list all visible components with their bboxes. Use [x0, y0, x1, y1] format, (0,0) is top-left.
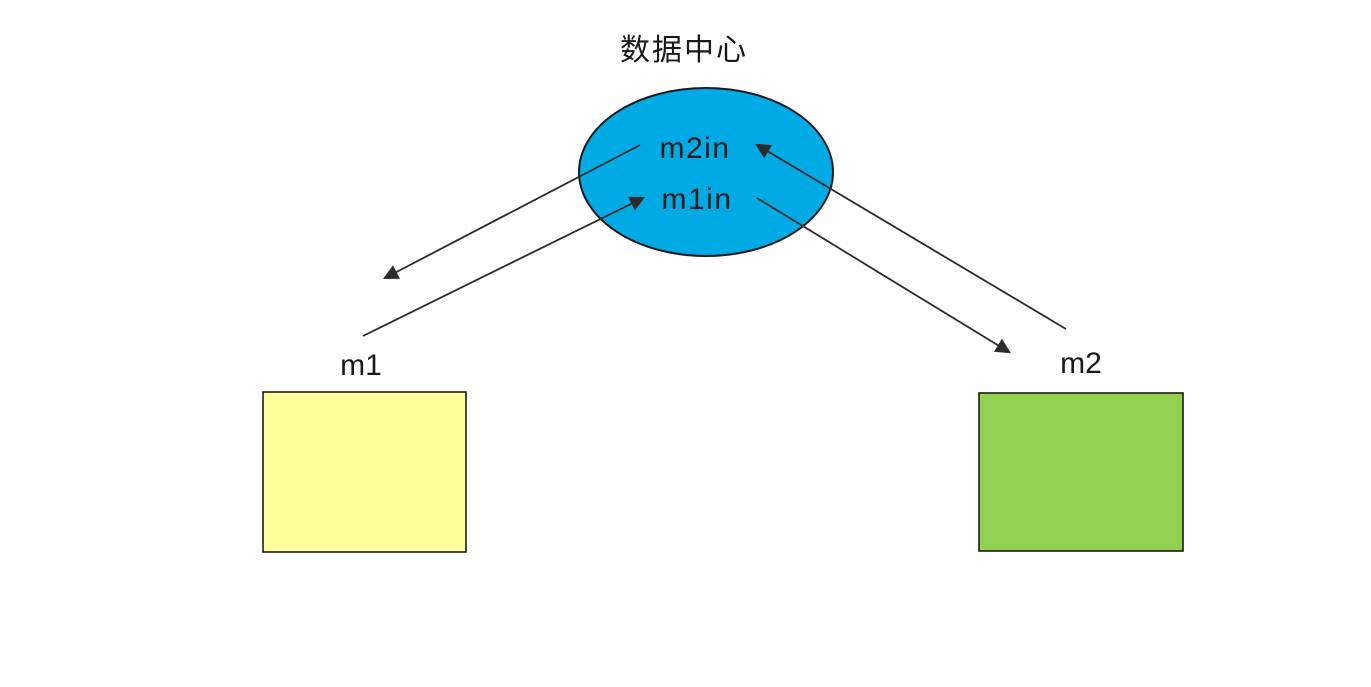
arrow-m2-to-m2in [755, 143, 1067, 330]
node-label-m1: m1 [340, 349, 382, 382]
queue-label-m2in: m2in [659, 132, 730, 165]
diagram-title: 数据中心 [620, 34, 748, 67]
data-center-ellipse [578, 87, 834, 257]
node-label-m2: m2 [1060, 347, 1102, 380]
m1-box [262, 391, 467, 553]
arrow-m1-to-m1in [362, 196, 646, 337]
m2-box [978, 392, 1184, 552]
queue-label-m1in: m1in [661, 183, 732, 216]
arrow-m1in-to-m2 [756, 197, 1011, 354]
arrow-m2in-to-m1 [382, 144, 641, 280]
